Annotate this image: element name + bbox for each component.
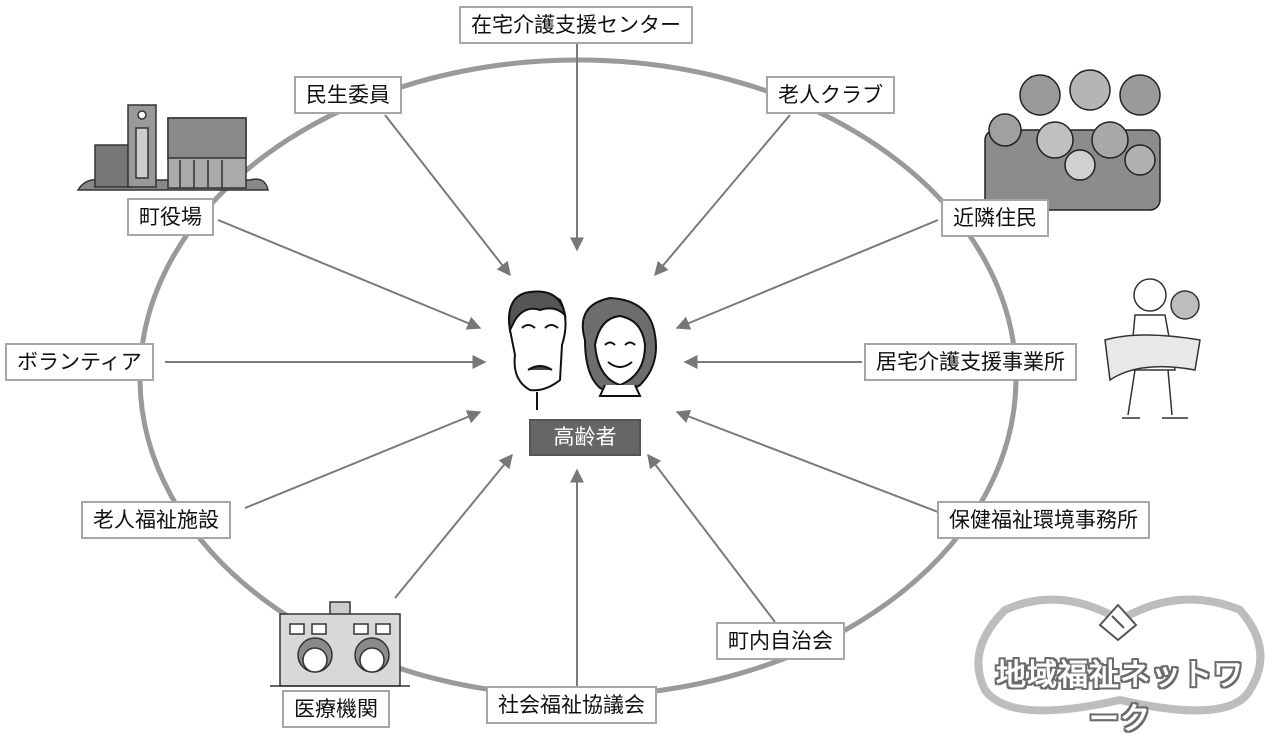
label-zaitaku-center: 在宅介護支援センター xyxy=(459,6,693,44)
elderly-couple-illustration xyxy=(508,290,657,410)
arrow-kinrin xyxy=(675,219,939,330)
caregiver-illustration xyxy=(1104,278,1201,419)
arrow-jichikai xyxy=(647,453,776,623)
arrows xyxy=(165,44,939,688)
label-roujin-club: 老人クラブ xyxy=(766,76,895,114)
label-volunteer: ボランティア xyxy=(5,343,154,381)
arrow-minsei xyxy=(384,114,511,277)
arrow-shisetsu xyxy=(244,410,482,509)
neighbors-crowd-illustration xyxy=(984,69,1161,211)
town-hall-illustration xyxy=(76,104,269,191)
label-minsei-iin: 民生委員 xyxy=(294,76,402,114)
label-machi-yakuba: 町役場 xyxy=(127,198,214,236)
hospital-illustration xyxy=(270,601,410,687)
label-chonai-jichikai: 町内自治会 xyxy=(716,622,845,660)
center-label-elderly: 高齢者 xyxy=(529,419,641,456)
label-hoken-jimusho: 保健福祉環境事務所 xyxy=(937,501,1150,539)
label-kinrin-jumin: 近隣住民 xyxy=(941,199,1049,237)
label-kyotaku-jigyosho: 居宅介護支援事業所 xyxy=(864,343,1077,381)
logo-text: 地域福祉ネットワーク xyxy=(996,658,1244,737)
label-roujin-shisetsu: 老人福祉施設 xyxy=(81,501,231,539)
network-logo xyxy=(974,595,1265,715)
label-iryo-kikan: 医療機関 xyxy=(282,690,390,728)
label-shakai-kyogikai: 社会福祉協議会 xyxy=(486,686,657,724)
arrow-yakuba xyxy=(217,219,482,330)
handshake-icon xyxy=(1098,603,1138,642)
arrow-hoken xyxy=(675,409,939,513)
arrow-roujin-club xyxy=(654,114,791,277)
arrow-iryo xyxy=(394,453,513,599)
